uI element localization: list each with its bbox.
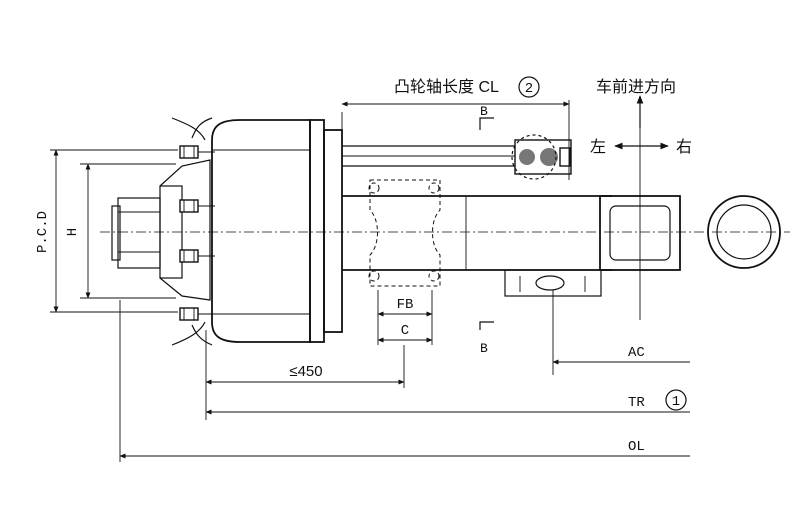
note-circle-2 bbox=[518, 76, 540, 98]
note-circle-1 bbox=[665, 389, 687, 411]
spring-seat bbox=[368, 179, 467, 287]
tr-label: TR bbox=[628, 395, 645, 411]
cam-length-label: 凸轮轴长度 CL bbox=[394, 78, 499, 96]
pcd-label: P.C.D bbox=[35, 211, 51, 253]
hub-assembly bbox=[111, 117, 215, 346]
forward-direction-label: 车前进方向 bbox=[596, 78, 676, 96]
right-label: 右 bbox=[676, 138, 692, 156]
fb-label: FB bbox=[397, 297, 414, 313]
ol-label: OL bbox=[628, 439, 645, 455]
ac-label: AC bbox=[628, 345, 645, 361]
round-tube-section bbox=[707, 195, 781, 269]
tr-note: 1 bbox=[672, 394, 680, 410]
left-label: 左 bbox=[590, 138, 606, 156]
section-b-bottom-label: B bbox=[480, 341, 488, 356]
wheel-stud-group bbox=[179, 145, 215, 321]
section-b-top-label: B bbox=[480, 104, 488, 119]
max-450-label: ≤450 bbox=[289, 363, 322, 380]
cam-length-note: 2 bbox=[525, 81, 533, 97]
cam-shaft bbox=[342, 134, 572, 180]
axle-beam bbox=[342, 195, 681, 297]
h-label: H bbox=[65, 228, 81, 236]
c-label: C bbox=[401, 323, 409, 339]
brake-drum bbox=[211, 119, 343, 343]
